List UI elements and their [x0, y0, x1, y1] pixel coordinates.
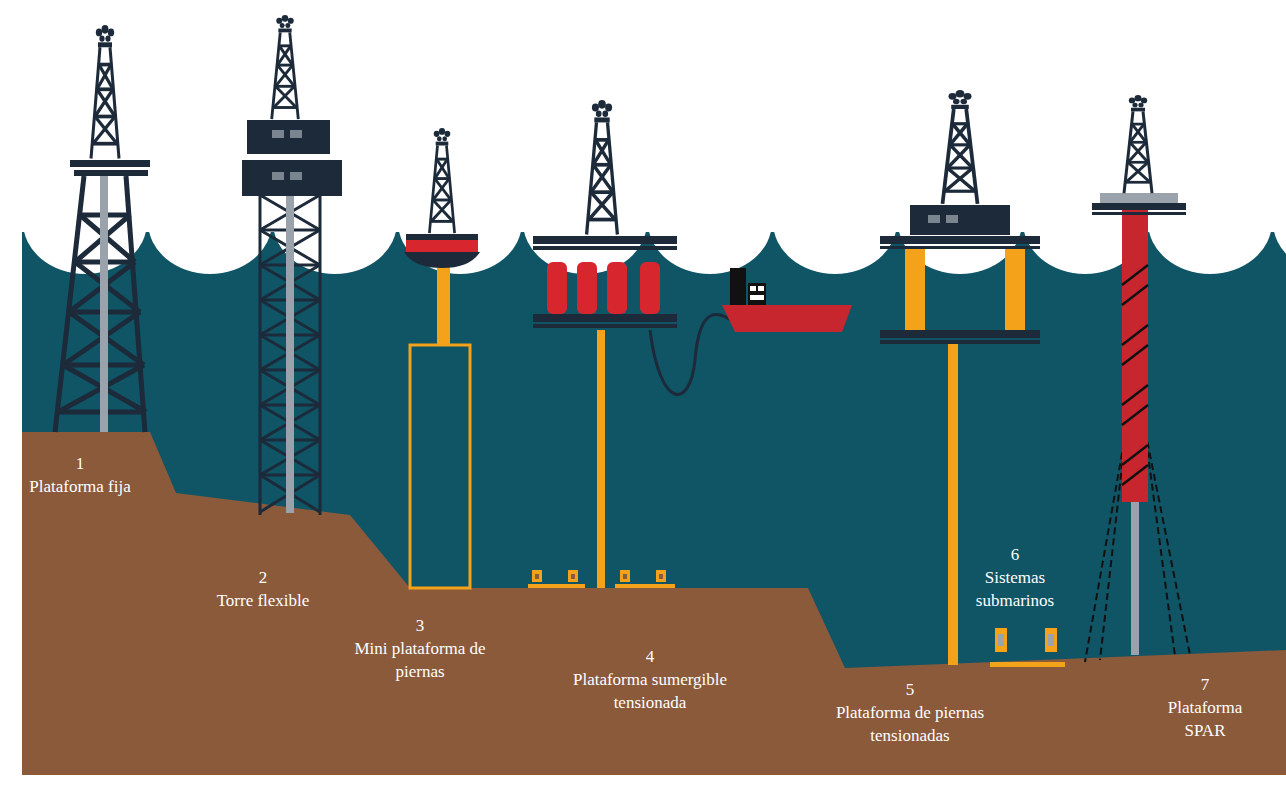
callout-number: 5 [880, 678, 940, 701]
platform-name: Plataforma fija [5, 475, 155, 498]
platform-name: Plataforma de piernas tensionadas [818, 701, 1003, 747]
platform-name: Plataforma SPAR [1150, 696, 1260, 742]
callout-number: 4 [620, 645, 680, 668]
callout-number: 2 [233, 566, 293, 589]
platform-name: Sistemas submarinos [965, 566, 1065, 612]
callout-number: 7 [1175, 673, 1235, 696]
platform-name: Torre flexible [188, 589, 338, 612]
platform-name: Plataforma sumergible tensionada [558, 668, 743, 714]
callout-number: 1 [50, 452, 110, 475]
callout-number: 3 [390, 614, 450, 637]
callout-number: 6 [985, 543, 1045, 566]
platform-name: Mini plataforma de piernas [345, 637, 495, 683]
